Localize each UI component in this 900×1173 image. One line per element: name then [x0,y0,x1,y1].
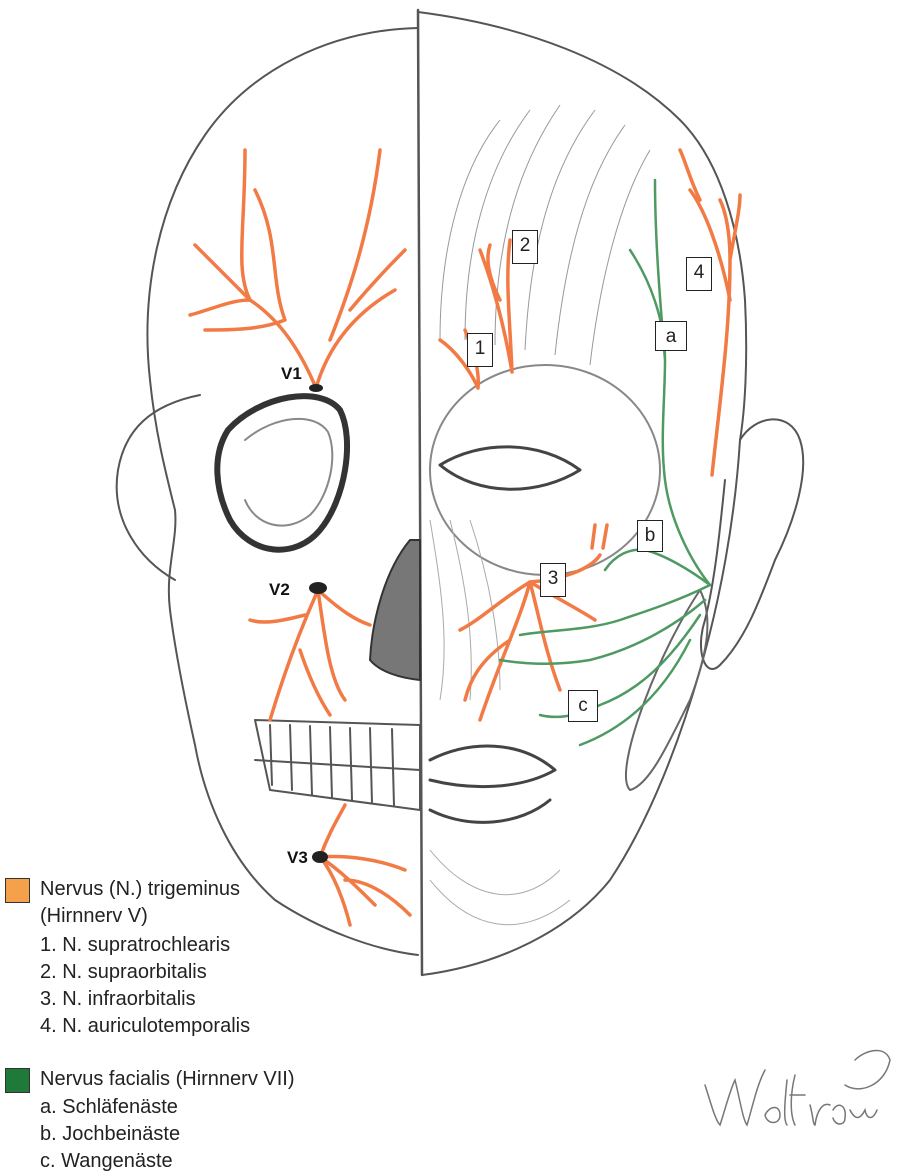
ear [699,418,805,670]
orbit-inner [244,417,334,527]
orbit [214,393,351,553]
legend-item: c. Wangenäste [40,1150,173,1172]
label-box-b: b [637,520,663,552]
legend-item: 3. N. infraorbitalis [40,988,196,1010]
upper-lip [428,744,557,789]
skull-outline [146,27,419,956]
frontalis-muscle [439,104,651,366]
orbicularis-oculi [429,364,661,576]
legend-trigeminus-title: Nervus (N.) trigeminus [40,878,241,900]
label-box-2: 2 [512,230,538,264]
label-box-c: c [568,690,598,722]
signature [704,1049,891,1127]
lower-lip [428,798,552,824]
label-box-4: 4 [686,257,712,291]
legend-trigeminus-subtitle: (Hirnnerv V) [40,905,148,927]
head-outline-right [417,11,748,976]
parotid-gland [624,589,709,791]
midline [416,8,424,977]
label-v3: V3 [287,848,308,867]
label-box-3: 3 [540,563,566,597]
nasal-cavity [369,539,421,681]
label-box-a: a [655,321,687,351]
eye [438,445,582,491]
legend-facialis-title: Nervus facialis (Hirnnerv VII) [40,1068,295,1090]
legend-item: a. Schläfenäste [40,1096,178,1118]
foramina [309,384,328,863]
facial-nerve [498,178,712,747]
trigeminal-nerve [188,148,742,927]
teeth [254,719,421,811]
legend-swatch-orange [5,878,30,903]
label-v1: V1 [281,364,302,383]
label-v2: V2 [269,580,290,599]
legend-item: 2. N. supraorbitalis [40,961,207,983]
skull-cheek-line [115,394,201,581]
legend-item: 4. N. auriculotemporalis [40,1015,251,1037]
label-box-1: 1 [467,333,493,367]
legend-item: b. Jochbeinäste [40,1123,181,1145]
legend-item: 1. N. supratrochlearis [40,934,231,956]
legend-swatch-green [5,1068,30,1093]
